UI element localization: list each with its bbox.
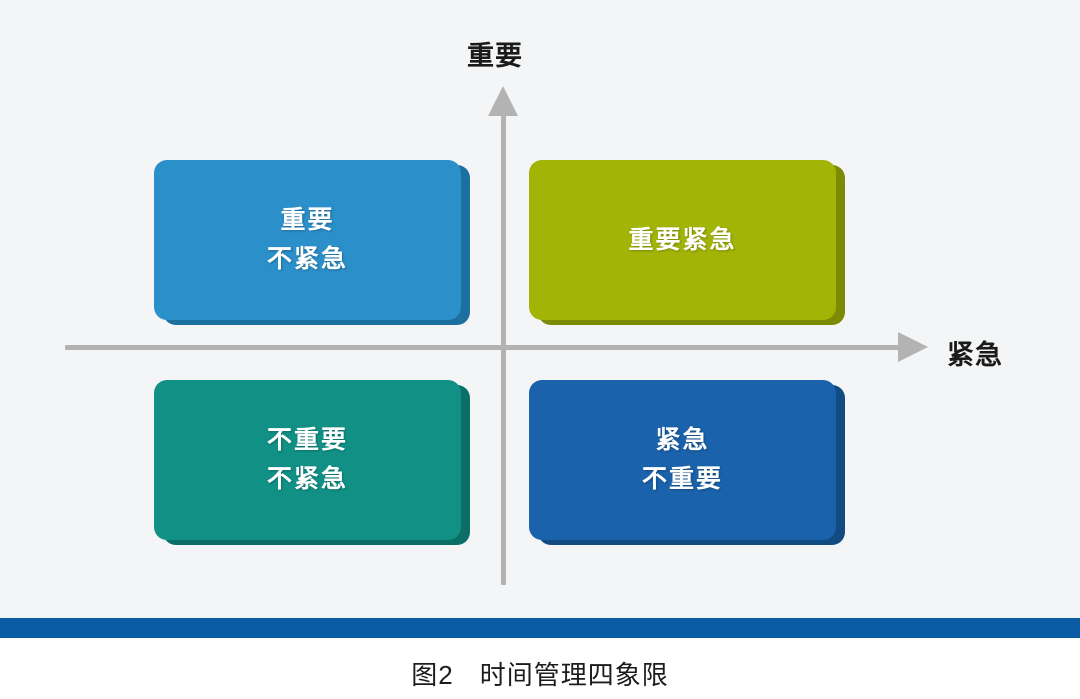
vertical-axis-label: 重要	[467, 41, 523, 71]
quadrant-important-urgent[interactable]: 重要紧急	[529, 160, 845, 325]
figure-caption-number: 图2	[411, 660, 454, 690]
quadrant-body	[154, 160, 461, 320]
horizontal-axis-line	[65, 345, 903, 350]
quadrant-body	[529, 160, 836, 320]
quadrant-body	[529, 380, 836, 540]
bottom-divider-bar	[0, 618, 1080, 638]
horizontal-axis-arrow-icon	[898, 332, 928, 362]
vertical-axis-line	[501, 112, 506, 585]
horizontal-axis-label: 紧急	[947, 340, 1003, 370]
vertical-axis-arrow-icon	[488, 86, 518, 116]
figure-caption: 图2 时间管理四象限	[0, 655, 1080, 692]
quadrant-not-important-not-urgent[interactable]: 不重要 不紧急	[154, 380, 470, 545]
figure-caption-title: 时间管理四象限	[479, 660, 669, 690]
quadrant-urgent-not-important[interactable]: 紧急 不重要	[529, 380, 845, 545]
quadrant-body	[154, 380, 461, 540]
quadrant-important-not-urgent[interactable]: 重要 不紧急	[154, 160, 470, 325]
